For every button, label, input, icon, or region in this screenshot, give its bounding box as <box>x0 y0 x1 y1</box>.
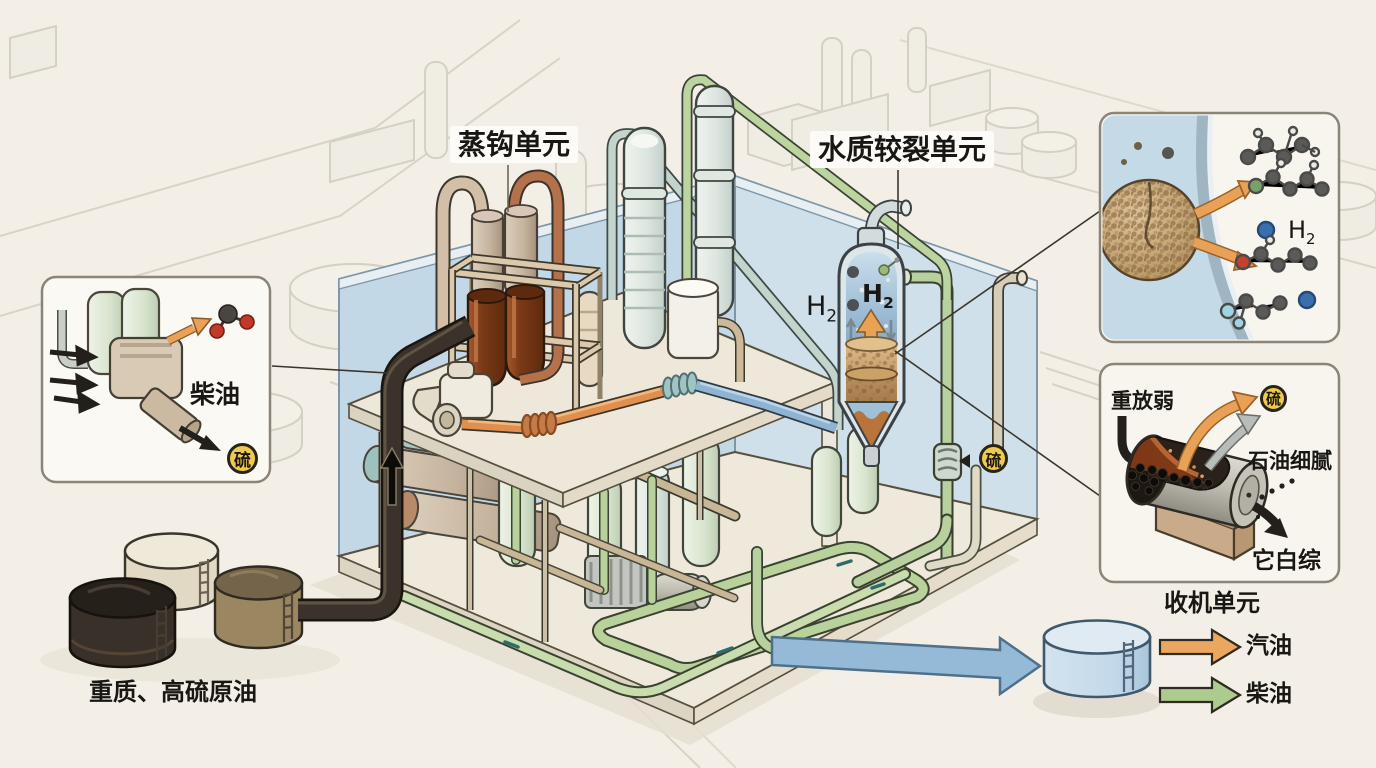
h2-label-outside: H2 <box>806 291 837 326</box>
byproduct-label: 它白综 <box>1252 548 1321 574</box>
distillation-unit <box>435 169 603 414</box>
tall-columns <box>575 74 953 430</box>
diesel-inset-label: 柴油 <box>190 380 241 409</box>
distillation-unit-label: 蒸钩单元 <box>450 126 579 164</box>
product-tank <box>1042 619 1152 699</box>
crude-feed-label: 重质、高硫原油 <box>89 678 257 706</box>
inset-catalyst-box <box>1098 111 1341 344</box>
sulfur-badge-main: 硫 <box>979 444 1008 473</box>
product-flow-arrow <box>770 635 1043 697</box>
feed-line <box>40 315 476 682</box>
sulfur-badge-diesel-inset: 硫 <box>227 443 258 474</box>
crude-tank-brown <box>213 565 304 650</box>
pump-and-orange-pipe <box>412 361 838 439</box>
diesel-legend-label: 柴油 <box>1246 681 1292 707</box>
hydrocracking-unit-label: 水质较裂单元 <box>810 131 995 169</box>
gasoline-arrow <box>1158 628 1243 666</box>
recovery-unit-label: 收机单元 <box>1164 589 1260 617</box>
gasoline-label: 汽油 <box>1246 633 1292 659</box>
inset-recovery-box <box>1098 362 1341 584</box>
pointer-line-catalyst-inset <box>894 210 1101 355</box>
product-output <box>770 619 1243 718</box>
pointer-line-diesel-inset <box>271 365 389 374</box>
molecule-chains <box>1219 125 1330 330</box>
recovery-drum <box>1125 433 1269 529</box>
h2-label-inside: H2 <box>862 279 894 312</box>
legend-arrows <box>1158 628 1243 714</box>
diesel-arrow <box>1158 676 1243 714</box>
sulfur-pointer-triangle <box>959 454 970 468</box>
pointer-lines <box>271 165 1101 497</box>
feed-flow-arrow <box>379 446 405 506</box>
hydrocracker-reactor <box>837 199 970 482</box>
pointer-line-recovery-inset <box>894 350 1101 497</box>
inset-diesel-box <box>40 275 272 484</box>
crude-tank-dark <box>68 577 177 669</box>
petroleum-fine-label: 石油细腻 <box>1248 449 1332 473</box>
heavy-feed-label: 重放弱 <box>1111 389 1174 413</box>
h2-label-inset: H2 <box>1288 216 1316 248</box>
sulfur-badge-recovery-inset: 硫 <box>1260 385 1287 412</box>
